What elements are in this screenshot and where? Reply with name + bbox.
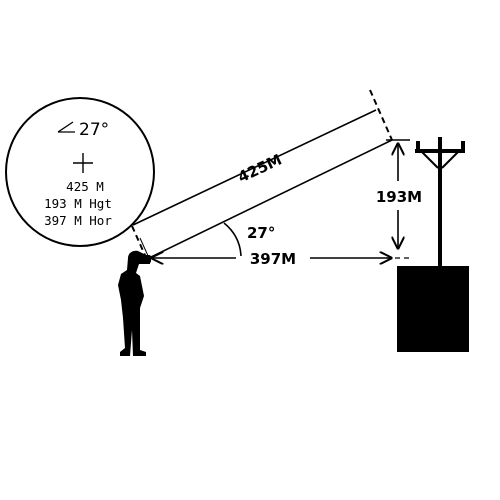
- height-label: 193M: [376, 188, 422, 206]
- viewfinder-horizontal: 397 M Hor: [44, 213, 112, 228]
- utility-pole-icon: [415, 137, 465, 267]
- line-of-sight-dimension: [132, 109, 377, 226]
- crosshair-icon: [73, 153, 93, 173]
- viewfinder-height: 193 M Hgt: [44, 196, 112, 211]
- observer-tick: [131, 225, 149, 263]
- viewfinder-angle: 27°: [79, 120, 109, 140]
- viewfinder: 27° 425 M 193 M Hgt 397 M Hor: [5, 97, 155, 247]
- person-with-binoculars-icon: [118, 250, 151, 356]
- angle-icon: [57, 121, 75, 133]
- angle-label: 27°: [247, 224, 275, 242]
- line-of-sight: [148, 139, 393, 259]
- building-block-icon: [397, 266, 469, 352]
- line-of-sight-label: 425M: [235, 151, 285, 187]
- viewfinder-distance: 425 M: [66, 179, 104, 194]
- viewfinder-circle: [5, 97, 155, 247]
- angle-arc: [223, 222, 242, 257]
- target-tick: [369, 89, 393, 141]
- horizontal-label: 397M: [250, 250, 296, 268]
